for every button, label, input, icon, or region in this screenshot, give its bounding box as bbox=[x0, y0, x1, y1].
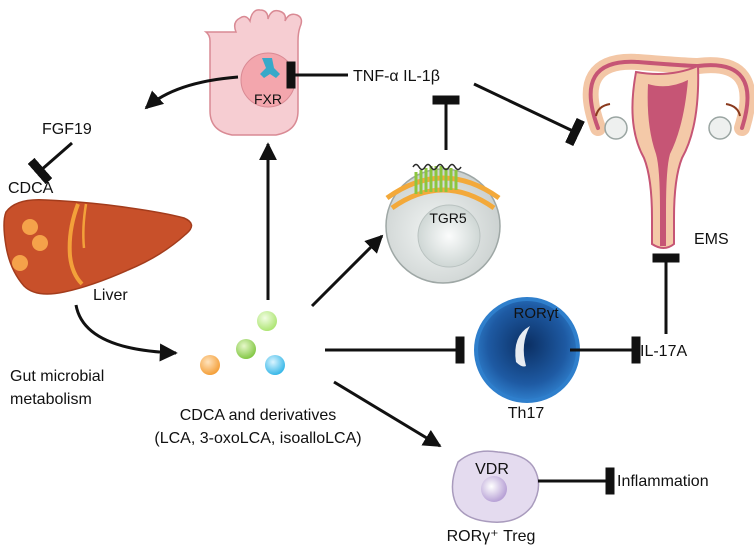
connectors bbox=[27, 61, 680, 495]
treg-label: RORγ⁺ Treg bbox=[447, 528, 536, 545]
fxr-receptor-icon bbox=[260, 58, 280, 78]
cdca-derivatives-label-line2: (LCA, 3-oxoLCA, isoalloLCA) bbox=[154, 430, 361, 447]
inhibit-fgf19-cdca bbox=[27, 141, 73, 185]
cytokine-tnf-il1b-label: TNF-α IL-1β bbox=[353, 68, 440, 85]
bile-acid-balls bbox=[200, 311, 285, 375]
il17a-label: IL-17A bbox=[640, 343, 687, 360]
ems-label: EMS bbox=[694, 231, 729, 248]
rorgt-label: RORγt bbox=[514, 305, 560, 322]
fgf19-label: FGF19 bbox=[42, 121, 92, 138]
fxr-label: FXR bbox=[254, 91, 282, 107]
arrow-bile-acids-to-treg bbox=[333, 380, 442, 448]
bile-acid-ball-lime bbox=[257, 311, 277, 331]
treg-cell bbox=[451, 450, 540, 523]
cdca-derivatives-label-line1: CDCA and derivatives bbox=[180, 407, 337, 424]
arrow-liver-to-bile-acids bbox=[74, 304, 178, 362]
th17-cell bbox=[474, 297, 580, 403]
gut-metabolism-label-line1: Gut microbial bbox=[10, 368, 104, 385]
cdca-label: CDCA bbox=[8, 180, 54, 197]
th17-label: Th17 bbox=[508, 405, 545, 422]
bile-acid-ball-cyan bbox=[265, 355, 285, 375]
vdr-label: VDR bbox=[475, 461, 509, 478]
inhibit-cytokines-ems bbox=[473, 82, 585, 147]
liver-illustration bbox=[3, 199, 193, 295]
arrow-bile-acids-to-tgr5 bbox=[310, 234, 384, 308]
arrow-fxr-to-fgf19 bbox=[144, 75, 239, 110]
intestinal-cell-fxr: FXR bbox=[203, 9, 303, 136]
bile-acid-ball-green bbox=[236, 339, 256, 359]
inflammation-label: Inflammation bbox=[617, 473, 709, 490]
liver-label: Liver bbox=[93, 287, 128, 304]
bile-acid-ball-orange bbox=[200, 355, 220, 375]
uterus-illustration bbox=[582, 53, 754, 249]
gut-metabolism-label-line2: metabolism bbox=[10, 391, 92, 408]
tgr5-cell bbox=[385, 163, 501, 284]
tgr5-label: TGR5 bbox=[429, 210, 467, 226]
